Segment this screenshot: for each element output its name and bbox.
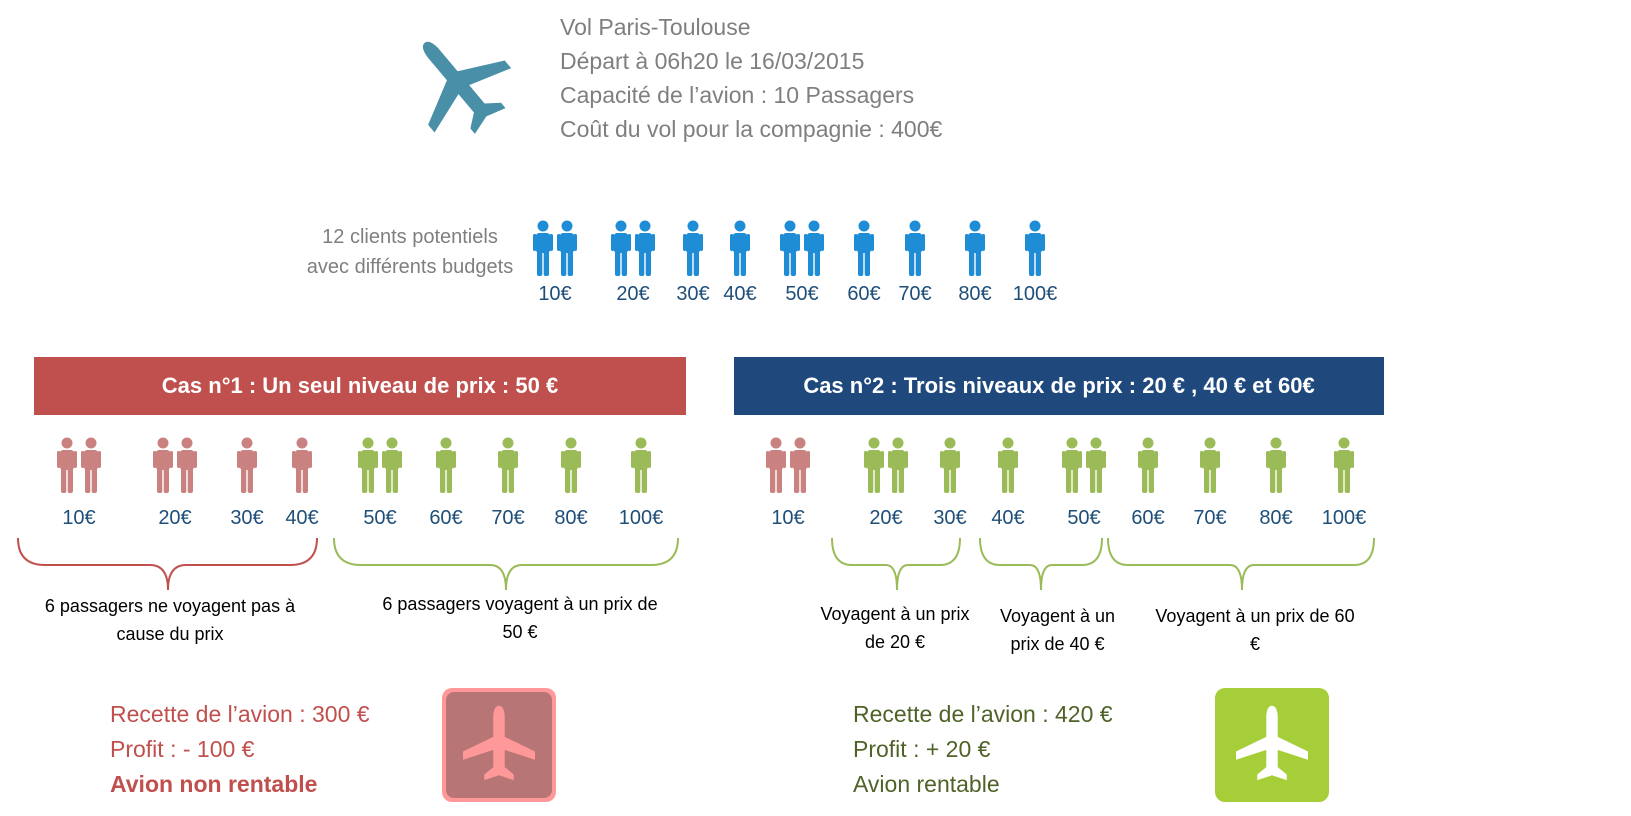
case1-price-label: 80€ bbox=[554, 507, 588, 529]
airplane-icon bbox=[422, 41, 512, 134]
client-person-icon bbox=[557, 220, 577, 276]
case2-person-icon bbox=[766, 437, 786, 493]
case2-person-icon bbox=[1334, 437, 1354, 493]
case2-price-label: 40€ bbox=[991, 507, 1025, 529]
case1-title: Cas n°1 : Un seul niveau de prix : 50 € bbox=[34, 357, 686, 415]
case1-price-label: 10€ bbox=[62, 507, 96, 529]
flight-capacity: Capacité de l’avion : 10 Passagers bbox=[560, 82, 915, 108]
client-person-icon bbox=[730, 220, 750, 276]
client-price-label: 100€ bbox=[1012, 283, 1058, 305]
client-price-label: 10€ bbox=[538, 283, 572, 305]
case2-profit: Profit : + 20 € bbox=[853, 736, 991, 762]
flight-route: Vol Paris-Toulouse bbox=[560, 14, 751, 40]
case2-person-icon bbox=[888, 437, 908, 493]
case2-caption-40: Voyagent à un prix de 40 € bbox=[999, 606, 1116, 654]
case1-person-icon bbox=[177, 437, 197, 493]
client-person-icon bbox=[905, 220, 925, 276]
case2-caption-20: Voyagent à un prix de 20 € bbox=[820, 604, 970, 652]
case2-person-icon bbox=[1138, 437, 1158, 493]
case1-person-icon bbox=[153, 437, 173, 493]
case2-price-label: 60€ bbox=[1131, 507, 1165, 529]
client-person-icon bbox=[854, 220, 874, 276]
case2-price-label: 30€ bbox=[933, 507, 967, 529]
case1-caption-travels: 6 passagers voyagent à un prix de 50 € bbox=[382, 594, 658, 642]
case2-person-icon bbox=[1266, 437, 1286, 493]
client-person-icon bbox=[533, 220, 553, 276]
case1-price-label: 100€ bbox=[618, 507, 664, 529]
case1-price-label: 30€ bbox=[230, 507, 264, 529]
case1-caption-excluded: 6 passagers ne voyagent pas à cause du p… bbox=[44, 596, 296, 644]
case1-person-icon bbox=[382, 437, 402, 493]
client-person-icon bbox=[1025, 220, 1045, 276]
case2-person-icon bbox=[790, 437, 810, 493]
client-person-icon bbox=[683, 220, 703, 276]
case1-person-icon bbox=[57, 437, 77, 493]
case2-person-icon bbox=[1062, 437, 1082, 493]
case1-person-icon bbox=[237, 437, 257, 493]
case1-person-icon bbox=[358, 437, 378, 493]
flight-cost: Coût du vol pour la compagnie : 400€ bbox=[560, 116, 943, 142]
case2-price-label: 50€ bbox=[1067, 507, 1101, 529]
case1-person-icon bbox=[81, 437, 101, 493]
case1-price-label: 50€ bbox=[363, 507, 397, 529]
case1-recette: Recette de l’avion : 300 € bbox=[110, 701, 370, 727]
case2-person-icon bbox=[998, 437, 1018, 493]
case2-person-icon bbox=[1200, 437, 1220, 493]
case2-price-label: 10€ bbox=[771, 507, 805, 529]
case1-price-label: 60€ bbox=[429, 507, 463, 529]
case1-price-label: 70€ bbox=[491, 507, 525, 529]
case2-person-icon bbox=[1086, 437, 1106, 493]
case2-price-label: 100€ bbox=[1321, 507, 1367, 529]
client-person-icon bbox=[611, 220, 631, 276]
client-price-label: 80€ bbox=[958, 283, 992, 305]
case2-price-label: 70€ bbox=[1193, 507, 1227, 529]
client-price-label: 70€ bbox=[898, 283, 932, 305]
case1-person-icon bbox=[292, 437, 312, 493]
case1-plane-box bbox=[442, 688, 556, 802]
client-person-icon bbox=[635, 220, 655, 276]
client-price-label: 30€ bbox=[676, 283, 710, 305]
case2-title: Cas n°2 : Trois niveaux de prix : 20 € ,… bbox=[734, 357, 1384, 415]
airplane-icon bbox=[463, 705, 535, 781]
case1-person-icon bbox=[631, 437, 651, 493]
case1-verdict: Avion non rentable bbox=[110, 771, 318, 797]
case1-profit: Profit : - 100 € bbox=[110, 736, 255, 762]
client-person-icon bbox=[780, 220, 800, 276]
case2-caption-60: Voyagent à un prix de 60 € bbox=[1155, 606, 1355, 654]
client-person-icon bbox=[804, 220, 824, 276]
client-person-icon bbox=[965, 220, 985, 276]
client-price-label: 40€ bbox=[723, 283, 757, 305]
flight-departure: Départ à 06h20 le 16/03/2015 bbox=[560, 48, 865, 74]
clients-label: 12 clients potentiels avec différents bu… bbox=[306, 226, 514, 278]
case2-person-icon bbox=[864, 437, 884, 493]
case1-person-icon bbox=[436, 437, 456, 493]
case2-recette: Recette de l’avion : 420 € bbox=[853, 701, 1113, 727]
client-price-label: 60€ bbox=[847, 283, 881, 305]
case2-price-label: 20€ bbox=[869, 507, 903, 529]
airplane-icon bbox=[1236, 705, 1308, 781]
case2-person-icon bbox=[940, 437, 960, 493]
case1-person-icon bbox=[498, 437, 518, 493]
case2-verdict: Avion rentable bbox=[853, 771, 1000, 797]
case2-price-label: 80€ bbox=[1259, 507, 1293, 529]
case1-person-icon bbox=[561, 437, 581, 493]
client-price-label: 20€ bbox=[616, 283, 650, 305]
client-price-label: 50€ bbox=[785, 283, 819, 305]
case1-price-label: 40€ bbox=[285, 507, 319, 529]
case2-plane-box bbox=[1215, 688, 1329, 802]
case1-price-label: 20€ bbox=[158, 507, 192, 529]
